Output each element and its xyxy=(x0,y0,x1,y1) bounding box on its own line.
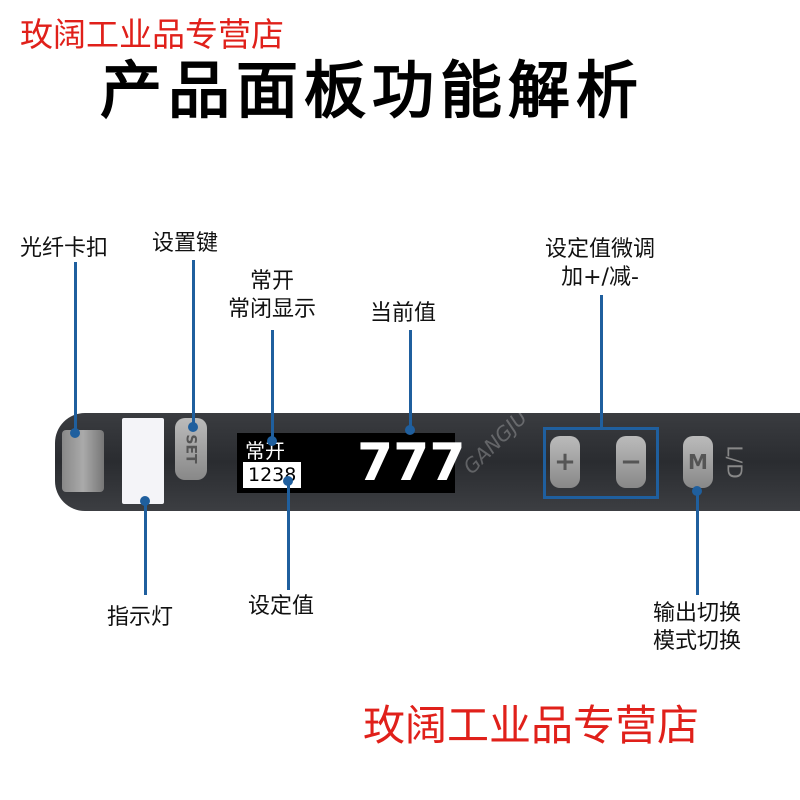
label-adjust-line2: 加+/减- xyxy=(561,265,639,290)
leader-line xyxy=(74,262,77,430)
label-current-value: 当前值 xyxy=(370,301,437,326)
watermark-top: 玫阔工业品专营店 xyxy=(20,15,284,54)
label-no-nc-line1: 常开 xyxy=(249,269,294,294)
leader-line xyxy=(287,480,290,590)
adjust-buttons-frame xyxy=(543,427,659,499)
label-adjust-line1: 设定值微调 xyxy=(544,237,655,262)
leader-line xyxy=(271,330,274,440)
set-button-label: SET xyxy=(182,434,199,464)
leader-line xyxy=(696,490,699,595)
indicator-light xyxy=(122,418,164,504)
leader-dot xyxy=(188,422,198,432)
leader-dot xyxy=(70,428,80,438)
label-no-nc: 常开 常闭显示 xyxy=(212,268,332,324)
display-set-value: 1238 xyxy=(243,462,302,488)
label-mode: 输出切换 模式切换 xyxy=(637,600,757,656)
side-marking: L/D xyxy=(722,445,747,479)
mode-button[interactable]: M xyxy=(683,436,713,488)
leader-dot xyxy=(692,486,702,496)
leader-dot xyxy=(283,476,293,486)
label-mode-line1: 输出切换 xyxy=(652,601,741,626)
leader-line xyxy=(192,260,195,425)
label-no-nc-line2: 常闭显示 xyxy=(227,297,316,322)
watermark-bottom: 玫阔工业品专营店 xyxy=(363,701,700,750)
page-title: 产品面板功能解析 xyxy=(100,54,645,127)
minus-button[interactable]: − xyxy=(616,436,646,488)
label-fiber-clip: 光纤卡扣 xyxy=(20,236,109,261)
leader-line xyxy=(144,500,147,595)
label-indicator: 指示灯 xyxy=(107,605,174,630)
leader-dot xyxy=(405,425,415,435)
leader-dot xyxy=(267,436,277,446)
leader-line xyxy=(600,295,603,427)
leader-dot xyxy=(140,496,150,506)
label-adjust: 设定值微调 加+/减- xyxy=(520,236,680,292)
leader-line xyxy=(409,330,412,430)
plus-button[interactable]: + xyxy=(550,436,580,488)
display-screen: 常开 1238 777 xyxy=(237,433,466,493)
label-set-key: 设置键 xyxy=(152,231,219,256)
fiber-clip[interactable] xyxy=(62,430,104,492)
label-set-value: 设定值 xyxy=(248,594,315,619)
label-mode-line2: 模式切换 xyxy=(652,629,741,654)
display-current-value: 777 xyxy=(357,433,466,493)
display-mode: 常开 xyxy=(245,439,285,463)
